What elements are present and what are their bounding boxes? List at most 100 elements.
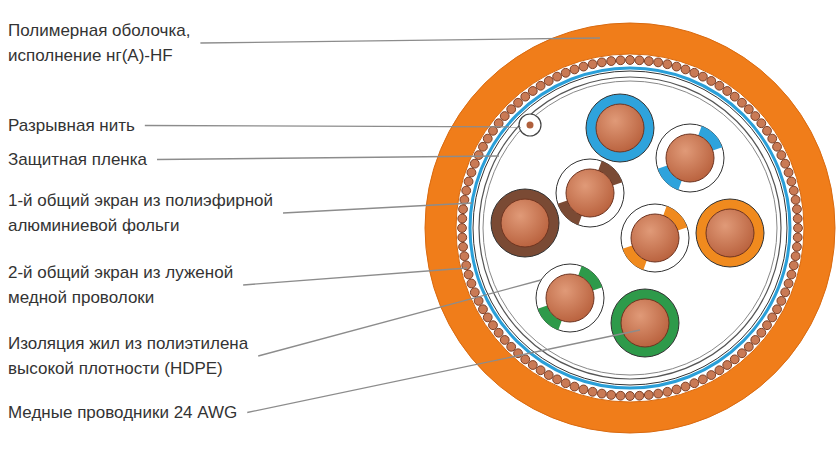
protective-film-inner xyxy=(483,81,777,375)
braid-wire xyxy=(597,58,606,67)
braid-wire xyxy=(793,233,802,242)
insulated-core xyxy=(611,289,679,357)
braid-wire xyxy=(474,151,483,160)
braid-wire xyxy=(690,379,699,388)
braid-wire xyxy=(467,168,476,177)
ripcord-core xyxy=(527,122,534,129)
braid-wire xyxy=(744,105,753,114)
braid-wire xyxy=(635,56,644,65)
braid-wire xyxy=(723,361,732,370)
braid-wire xyxy=(777,151,786,160)
core-insulation xyxy=(556,159,624,227)
braid-wire xyxy=(663,60,672,69)
copper-conductor xyxy=(501,199,549,247)
braid-wire xyxy=(536,81,545,90)
core-insulation xyxy=(611,289,679,357)
braid-wire xyxy=(644,57,653,66)
foil-shield xyxy=(470,68,790,388)
copper-conductor xyxy=(596,104,644,152)
leader-line xyxy=(247,330,640,413)
label-text: Защитная пленка xyxy=(8,150,147,169)
leader-line xyxy=(283,203,472,213)
braid-wire xyxy=(483,134,492,143)
braid-wire xyxy=(744,342,753,351)
insulated-core xyxy=(586,94,654,162)
core-insulation xyxy=(696,199,764,267)
braid-wire xyxy=(579,385,588,394)
braid-wire xyxy=(654,58,663,67)
label-text: 1-й общий экран из полиэфирной алюминиев… xyxy=(8,191,273,235)
copper-braid xyxy=(458,56,803,401)
copper-conductor xyxy=(631,214,679,262)
braid-wire xyxy=(588,60,597,69)
leader-line xyxy=(157,156,499,160)
braid-wire xyxy=(698,72,707,81)
braid-wire xyxy=(654,389,663,398)
part-label: Разрывная нить xyxy=(8,113,308,138)
braid-wire xyxy=(730,355,739,364)
copper-conductor xyxy=(546,274,594,322)
part-label: Защитная пленка xyxy=(8,147,308,172)
braid-wire xyxy=(470,288,479,297)
braid-wire xyxy=(607,57,616,66)
braid-wire xyxy=(553,72,562,81)
braid-wire xyxy=(500,336,509,345)
braid-wire xyxy=(723,87,732,96)
part-label: 1-й общий экран из полиэфирной алюминиев… xyxy=(8,188,308,238)
braid-wire xyxy=(553,375,562,384)
braid-wire xyxy=(763,126,772,135)
braid-wire xyxy=(470,159,479,168)
braid-wire xyxy=(579,62,588,71)
braid-wire xyxy=(681,382,690,391)
braid-wire xyxy=(773,142,782,151)
label-text: Разрывная нить xyxy=(8,116,135,135)
jacket-inner xyxy=(456,54,804,402)
braid-wire xyxy=(544,371,553,380)
braid-wire xyxy=(507,105,516,114)
core-insulation xyxy=(491,189,559,257)
braid-wire xyxy=(561,68,570,77)
braid-wire xyxy=(794,224,803,233)
braid-wire xyxy=(607,391,616,400)
braid-wire xyxy=(738,349,747,358)
braid-wire xyxy=(458,233,467,242)
braid-wire xyxy=(514,98,523,107)
insulated-core xyxy=(536,264,604,332)
braid-wire xyxy=(707,371,716,380)
braid-wire xyxy=(793,242,802,251)
braid-wire xyxy=(757,119,766,128)
core-insulation xyxy=(586,94,654,162)
copper-conductor xyxy=(666,134,714,182)
braid-wire xyxy=(479,305,488,314)
braid-wire xyxy=(663,387,672,396)
braid-wire xyxy=(787,177,796,186)
braid-wire xyxy=(791,252,800,261)
insulated-core xyxy=(656,124,724,192)
braid-wire xyxy=(730,92,739,101)
leader-line xyxy=(200,38,600,43)
braid-wire xyxy=(715,366,724,375)
braid-wire xyxy=(707,77,716,86)
insulated-core xyxy=(556,159,624,227)
label-text: 2-й общий экран из луженой медной провол… xyxy=(8,263,233,307)
braid-wire xyxy=(494,328,503,337)
ripcord xyxy=(519,114,541,136)
leader-line xyxy=(243,268,467,285)
braid-wire xyxy=(489,126,498,135)
insulated-core xyxy=(621,204,689,272)
label-text: Полимерная оболочка, исполнение нг(A)-HF xyxy=(8,21,190,65)
braid-wire xyxy=(773,305,782,314)
braid-wire xyxy=(763,321,772,330)
braid-wire xyxy=(588,387,597,396)
braid-wire xyxy=(787,270,796,279)
braid-wire xyxy=(467,279,476,288)
label-text: Медные проводники 24 AWG xyxy=(8,403,237,422)
braid-wire xyxy=(781,288,790,297)
braid-wire xyxy=(464,270,473,279)
core-insulation xyxy=(621,204,689,272)
part-label: 2-й общий экран из луженой медной провол… xyxy=(8,260,270,310)
braid-wire xyxy=(616,391,625,400)
braid-wire xyxy=(544,77,553,86)
copper-conductor xyxy=(566,169,614,217)
braid-wire xyxy=(483,313,492,322)
